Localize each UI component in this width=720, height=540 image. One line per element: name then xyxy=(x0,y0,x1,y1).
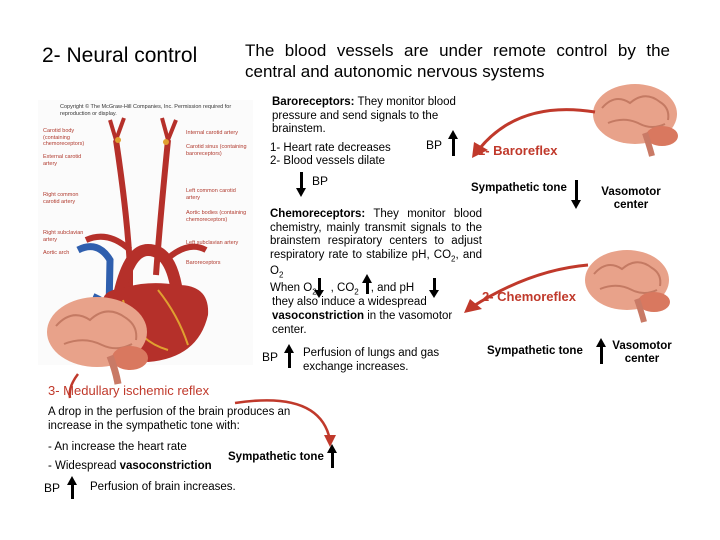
figure-label-right-subclavian: Right subclavian artery xyxy=(43,230,84,243)
chemo-when-ph: , and pH xyxy=(370,282,415,294)
arrow-down-icon xyxy=(571,200,581,209)
medullary-widespread: - Widespread xyxy=(48,460,120,472)
ph-down-shaft xyxy=(433,278,436,290)
figure-label-external-carotid: External carotid artery xyxy=(43,154,82,167)
o2-subscript: 2 xyxy=(278,270,284,280)
arrow-up-icon xyxy=(448,130,458,139)
figure-label-baroreceptors: Baroreceptors xyxy=(186,260,221,266)
chemo-when-o2: When O xyxy=(270,282,313,294)
medullary-bp-up-shaft xyxy=(71,484,74,499)
chemo-and: , and xyxy=(455,248,483,261)
medullary-arrow xyxy=(68,373,79,399)
chemo-o2: O xyxy=(270,265,279,278)
baroreceptors-desc: They monitor blood pressure and send sig… xyxy=(272,96,456,135)
baroreceptors-heading: Baroreceptors: xyxy=(272,96,355,108)
baroreflex-vasomotor: Vasomotor center xyxy=(601,186,661,211)
arrow-up-icon xyxy=(67,476,77,485)
medullary-item-vasoconstriction: - Widespread vasoconstriction xyxy=(48,460,212,474)
baroreflex-label: 1- Baroreflex xyxy=(478,143,558,158)
medullary-item-heart-rate: - An increase the heart rate xyxy=(48,441,187,453)
chemo-perfusion: Perfusion of lungs and gas exchange incr… xyxy=(303,347,440,373)
chemo-in-vasomotor: in the vasomotor xyxy=(364,310,453,322)
chemoreflex-vasomotor: Vasomotor center xyxy=(612,340,672,365)
figure-label-left-common-carotid: Left common carotid artery xyxy=(186,188,236,201)
figure-label-left-subclavian: Left subclavian artery xyxy=(186,240,239,246)
baro-bp-down-label: BP xyxy=(312,174,329,188)
chemo-bp-label: BP xyxy=(262,350,279,364)
brain-image-baroreflex xyxy=(593,84,678,157)
figure-label-carotid-sinus: Carotid sinus (containing baroreceptors) xyxy=(186,144,247,157)
baroreflex-arrow xyxy=(472,108,596,158)
chemoreceptors-desc: They monitor blood chemistry, mainly tra… xyxy=(270,208,482,261)
medullary-intro: A drop in the perfusion of the brain pro… xyxy=(48,406,291,432)
figure-label-right-common-carotid: Right common carotid artery xyxy=(43,192,79,205)
arrow-down-icon xyxy=(429,290,439,298)
baro-vessels-dilate: 2- Blood vessels dilate xyxy=(270,155,386,167)
chemoreflex-label: 2- Chemoreflex xyxy=(482,289,576,304)
section-description: The blood vessels are under remote contr… xyxy=(245,41,670,81)
chemo-vasoconstriction-line: vasoconstriction in the vasomotor xyxy=(272,310,452,324)
medullary-bp-label: BP xyxy=(44,481,61,495)
arrow-up-icon xyxy=(362,274,372,283)
figure-label-internal-carotid: Internal carotid artery xyxy=(186,130,238,136)
baroreceptors-text: Baroreceptors: They monitor blood pressu… xyxy=(272,96,472,137)
figure-label-carotid-body: Carotid body (containing chemoreceptors) xyxy=(43,128,85,147)
figure-label-aortic-bodies: Aortic bodies (containing chemoreceptors… xyxy=(186,210,247,223)
arrow-down-shaft xyxy=(300,172,303,188)
o2-down-shaft xyxy=(318,278,321,290)
baro-heart-rate: 1- Heart rate decreases xyxy=(270,142,391,154)
medullary-heading: 3- Medullary ischemic reflex xyxy=(48,383,210,398)
chemo-bp-up-shaft xyxy=(288,352,291,368)
arrow-up-icon xyxy=(327,444,337,453)
chemoreceptors-heading: Chemoreceptors: xyxy=(270,208,366,220)
chemoreceptors-text: Chemoreceptors: They monitor blood chemi… xyxy=(270,208,482,282)
arrow-up-icon xyxy=(284,344,294,353)
chemoreflex-sympathetic: Sympathetic tone xyxy=(487,345,583,357)
chemo-when-line: When O2, CO2, and pH, xyxy=(270,282,437,299)
medullary-up-shaft xyxy=(331,452,334,468)
medullary-perfusion: Perfusion of brain increases. xyxy=(90,481,236,493)
arrow-down-icon xyxy=(314,290,324,298)
medullary-loop-arrow xyxy=(234,399,336,447)
arrow-up-shaft xyxy=(452,138,455,156)
medullary-vasoconstriction: vasoconstriction xyxy=(119,460,212,472)
section-number-title: 2- Neural control xyxy=(42,44,198,67)
brain-image-chemoreflex xyxy=(585,250,670,323)
figure-copyright: Copyright © The McGraw-Hill Companies, I… xyxy=(60,104,232,117)
co2-up-shaft xyxy=(366,282,369,294)
medullary-sympathetic: Sympathetic tone xyxy=(228,451,324,463)
arrow-up-icon xyxy=(596,338,606,347)
baroreflex-sympathetic: Sympathetic tone xyxy=(471,182,567,194)
chemoreflex-up-shaft xyxy=(600,346,603,364)
co2-subscript: 2 xyxy=(451,253,456,263)
chemoreflex-arrow xyxy=(464,263,589,313)
brain-image-medullary xyxy=(47,297,148,385)
chemo-also-line: they also induce a widespread xyxy=(272,296,427,308)
baroreflex-down-shaft xyxy=(575,180,578,200)
chemo-center-line: center. xyxy=(272,324,307,336)
chemo-when-co2: , CO xyxy=(330,282,355,294)
baro-bp-label: BP xyxy=(426,138,443,152)
when-co2-sub: 2 xyxy=(354,287,359,297)
arrow-down-icon xyxy=(296,188,306,197)
figure-label-aortic-arch: Aortic arch xyxy=(43,250,70,256)
chemo-vasoconstriction: vasoconstriction xyxy=(272,310,365,322)
